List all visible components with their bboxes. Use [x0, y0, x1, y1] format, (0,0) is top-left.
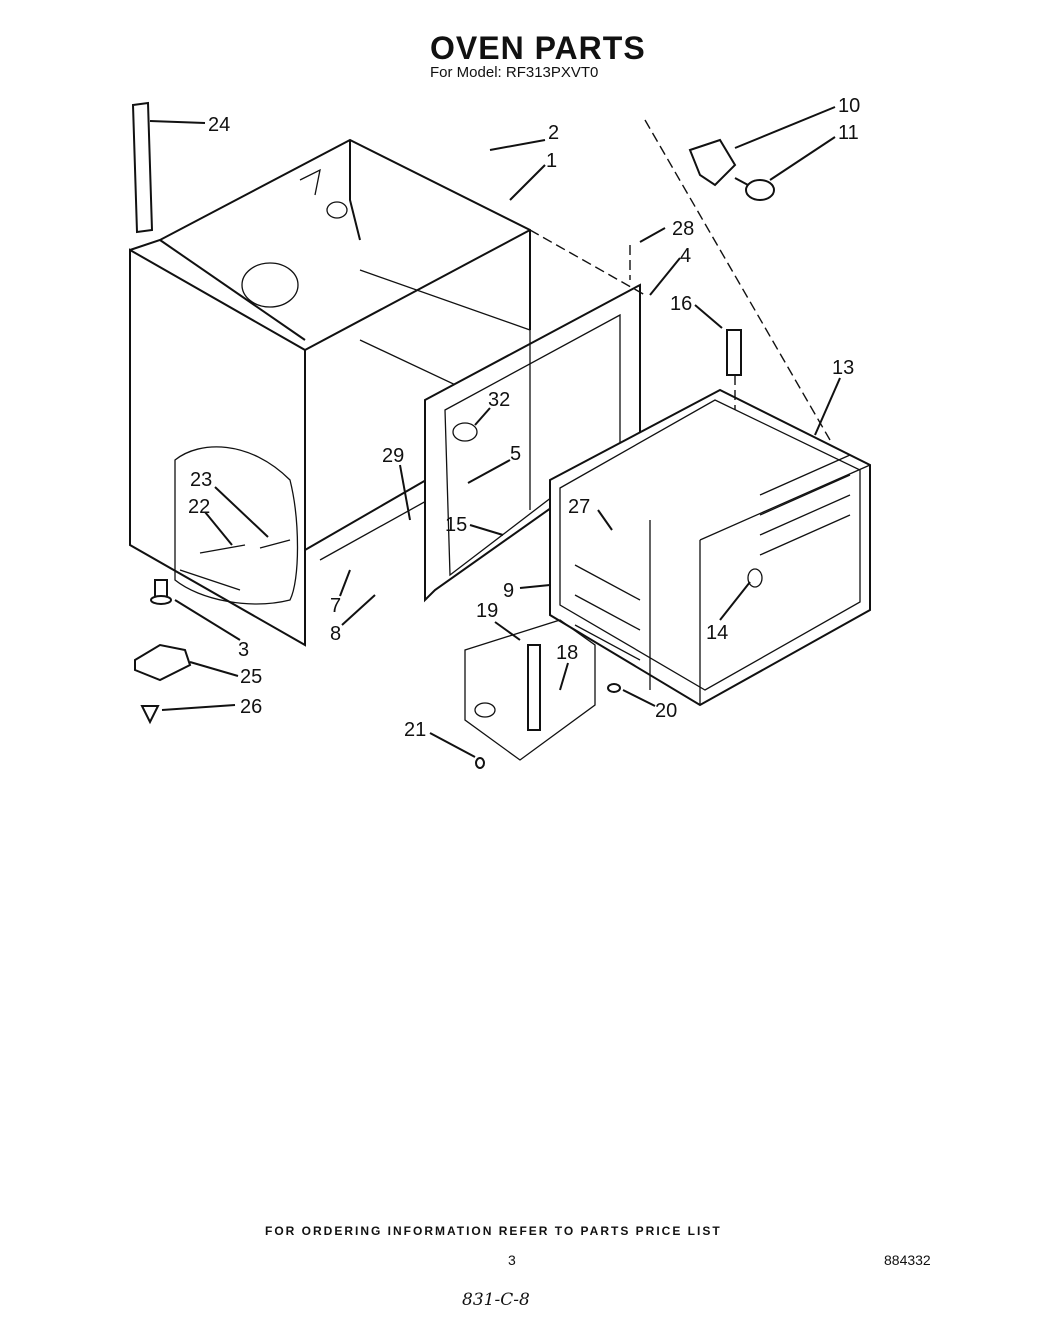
callout-25: 25 [240, 666, 262, 688]
bracket-19 [464, 619, 596, 761]
callout-14: 14 [706, 622, 728, 644]
light-socket [688, 138, 775, 201]
ordering-note: FOR ORDERING INFORMATION REFER TO PARTS … [265, 1224, 722, 1238]
callout-4: 4 [680, 245, 691, 267]
model-subtitle: For Model: RF313PXVT0 [430, 64, 599, 81]
callout-28: 28 [672, 218, 694, 240]
anti-tip-bracket [134, 643, 192, 682]
callout-11: 11 [838, 122, 859, 144]
callout-24: 24 [208, 114, 230, 136]
leveling-leg [150, 579, 172, 605]
broil-element-sensor [726, 329, 742, 376]
callout-3: 3 [238, 639, 249, 661]
oven-cavity [549, 388, 871, 707]
callout-8: 8 [330, 623, 341, 645]
callout-labels: 24 2 1 10 11 28 4 16 13 32 29 5 23 22 15… [188, 95, 860, 741]
hinge-bracket [131, 101, 154, 234]
callout-5: 5 [510, 443, 521, 465]
document-number: 884332 [884, 1252, 931, 1268]
callout-20: 20 [655, 700, 677, 722]
callout-21: 21 [404, 719, 426, 741]
page-number: 3 [508, 1252, 516, 1268]
callout-18: 18 [556, 642, 578, 664]
front-frame [424, 283, 641, 603]
callout-27: 27 [568, 496, 590, 518]
callout-26: 26 [240, 696, 262, 718]
callout-2: 2 [548, 122, 559, 144]
callout-7: 7 [330, 595, 341, 617]
callout-15: 15 [445, 514, 467, 536]
leg-cap [140, 705, 160, 725]
assembly-line [529, 229, 646, 296]
callout-1: 1 [546, 150, 557, 172]
screw-21 [475, 757, 485, 769]
screw-20 [607, 683, 621, 693]
callout-leaders [149, 106, 841, 758]
callout-10: 10 [838, 95, 860, 117]
cabinet-body [129, 138, 531, 647]
page-title: OVEN PARTS [430, 30, 646, 66]
callout-13: 13 [832, 357, 854, 379]
callout-32: 32 [488, 389, 510, 411]
callout-19: 19 [476, 600, 498, 622]
handwritten-note: 831-C-8 [462, 1290, 530, 1310]
assembly-line [644, 119, 831, 441]
callout-16: 16 [670, 293, 692, 315]
callout-9: 9 [503, 580, 514, 602]
callout-23: 23 [190, 469, 212, 491]
callout-22: 22 [188, 496, 210, 518]
callout-29: 29 [382, 445, 404, 467]
